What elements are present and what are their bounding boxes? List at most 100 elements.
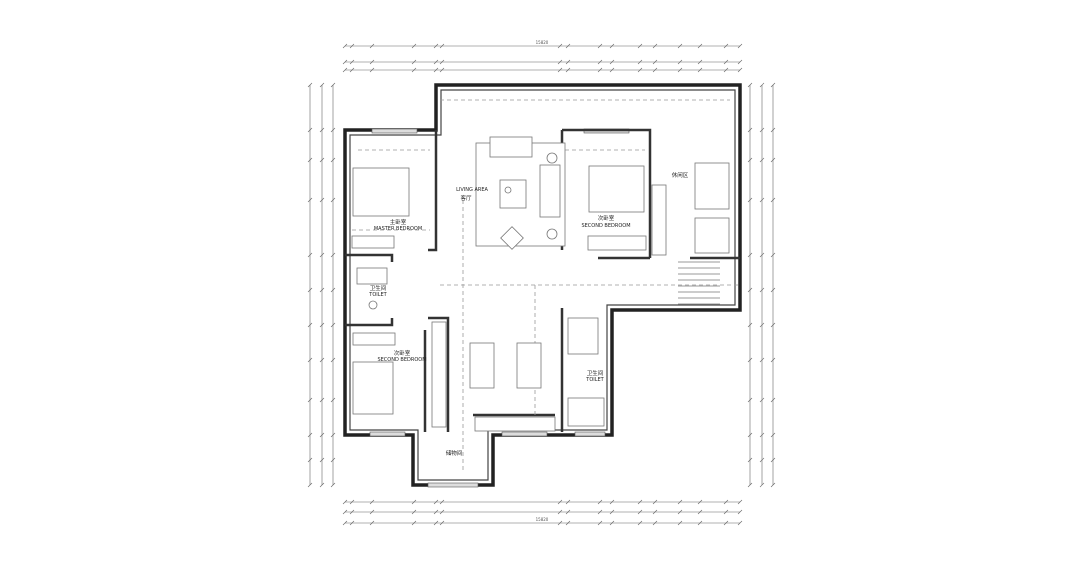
dimension-tick [319,357,325,363]
dimension-tick [439,59,445,65]
dimension-tick [770,197,776,203]
exterior-wall-inner [349,89,736,481]
dimension-tick [307,322,313,328]
window [574,431,606,437]
dimension-tick [609,59,615,65]
dimension-tick [433,520,439,526]
toilet-left-label-cn: 卫生间 [370,284,387,292]
toilet-right-label: TOILET [585,377,604,383]
dimension-tick [747,157,753,163]
dimension-tick [759,457,765,463]
dimension-tick [637,520,643,526]
sofa-side [539,164,561,218]
dimension-tick [747,482,753,488]
dimension-tick [411,67,417,73]
dimension-tick [319,252,325,258]
dimension-tick [330,397,336,403]
dimension-tick [411,520,417,526]
dimension-tick [330,252,336,258]
dimension-tick [697,67,703,73]
dimension-tick [439,67,445,73]
dimension-tick [307,457,313,463]
dimension-tick [759,357,765,363]
dimension-tick [565,520,571,526]
dimension-tick [770,457,776,463]
second-bed-left [352,361,394,415]
wardrobe [351,235,395,249]
dimension-tick [557,509,563,515]
dimension-tick [747,397,753,403]
dimension-tick [677,499,683,505]
second-bed-right [588,165,645,213]
vanity [567,317,599,355]
dimension-tick [747,127,753,133]
dimension-tick [330,287,336,293]
dimension-tick [609,520,615,526]
dimension-tick [770,397,776,403]
kitchen-island [469,342,495,389]
dimension-tick [637,59,643,65]
dimension-tick [747,287,753,293]
dimension-tick [342,43,348,49]
dimension-tick [737,520,743,526]
master-bedroom-label: MASTER BEDROOM [374,226,422,232]
dimension-tick [759,252,765,258]
window [501,431,548,437]
dimension-tick [737,499,743,505]
dimension-tick [597,67,603,73]
dimension-tick [319,82,325,88]
dimension-tick [770,322,776,328]
window [427,482,479,488]
dimension-tick [759,82,765,88]
dimension-tick [723,67,729,73]
dimension-tick [342,67,348,73]
dimension-tick [349,43,355,49]
dimension-tick [747,322,753,328]
dimension-tick [597,59,603,65]
dimension-tick [637,43,643,49]
dimension-tick [565,499,571,505]
dimension-tick [369,59,375,65]
dimension-tick [439,43,445,49]
dimension-tick [307,287,313,293]
dimension-tick [319,197,325,203]
dimension-tick [770,482,776,488]
dimension-tick [439,499,445,505]
dimension-tick [677,59,683,65]
dimension-tick [677,67,683,73]
dimension-tick [609,509,615,515]
dimension-tick [677,520,683,526]
dimension-tick [349,499,355,505]
living-area-label: LIVING AREA [456,187,488,193]
dimension-tick [342,520,348,526]
exterior-wall [343,83,742,487]
dimension-tick [759,482,765,488]
wardrobe [352,332,396,346]
dimension-tick [439,509,445,515]
dimension-tick [433,509,439,515]
dimension-tick [609,43,615,49]
staircase [678,261,720,305]
dimension-tick [307,252,313,258]
dimension-tick [652,509,658,515]
dimension-tick [369,520,375,526]
dimension-tick [770,432,776,438]
window [369,431,406,437]
dimension-tick [307,197,313,203]
dimension-tick [759,197,765,203]
dimension-tick [747,357,753,363]
dimension-tick [307,482,313,488]
sofa [489,136,533,158]
dimension-tick [759,397,765,403]
toilet-fixture [356,267,388,285]
dimension-tick [330,457,336,463]
dimension-tick [349,59,355,65]
dimension-tick [597,520,603,526]
dimension-tick [330,127,336,133]
dimension-tick [349,509,355,515]
dimension-tick [565,43,571,49]
dimension-tick [342,509,348,515]
dimension-tick [307,432,313,438]
dimension-tick [342,499,348,505]
